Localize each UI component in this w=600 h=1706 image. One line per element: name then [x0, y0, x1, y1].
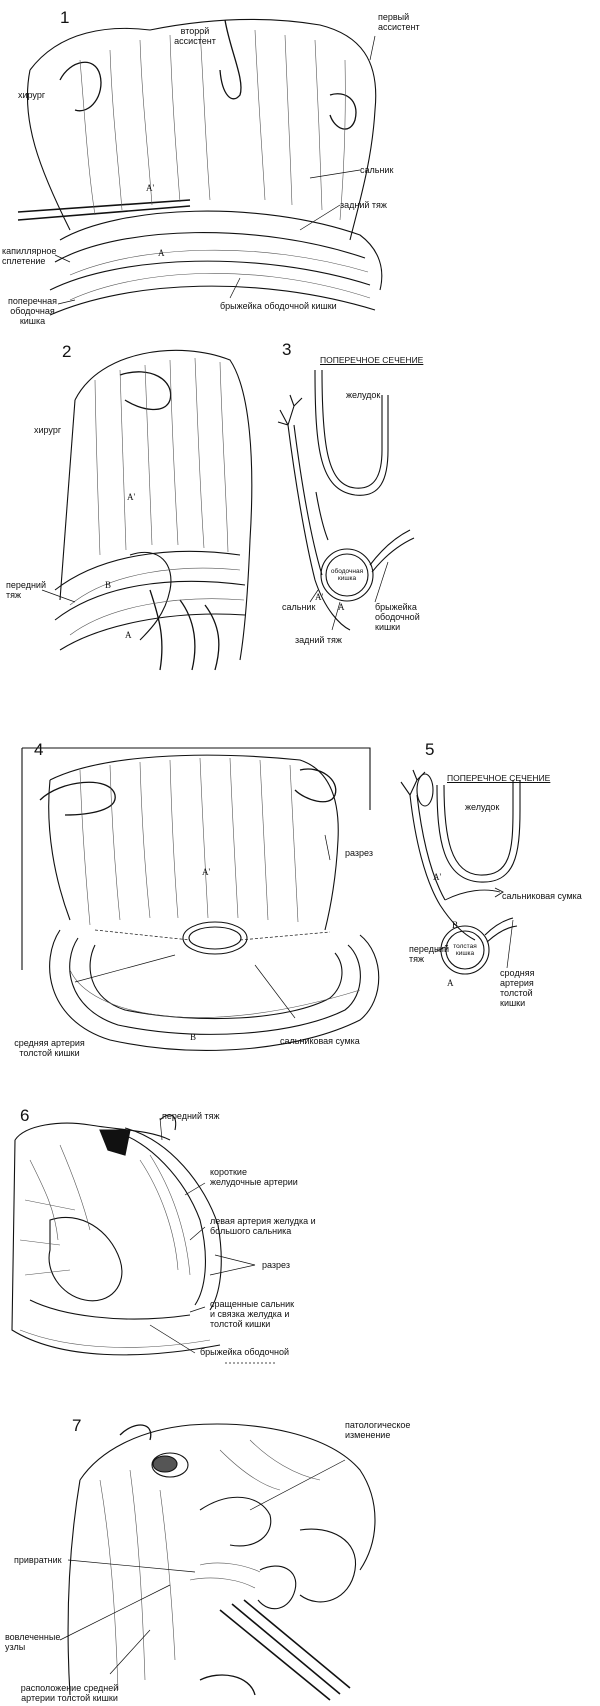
figure-1: 1 второй ассистент первый ассистент хиру…: [0, 0, 420, 345]
figure-4-drawing: [21, 747, 380, 1051]
label-omental-bursa-5: сальниковая сумка: [502, 891, 582, 901]
figure-4-number: 4: [34, 740, 44, 759]
label-mca-location: расположение средней артерии толстой киш…: [20, 1683, 119, 1703]
label-involved-nodes: вовлеченные узлы: [5, 1632, 61, 1652]
label-pathology: патологическое изменение: [345, 1420, 411, 1440]
figure-2-drawing: [41, 349, 253, 671]
label-middle-colic-artery-5: срoдняя артерия толстой кишки: [500, 968, 535, 1008]
marker-a-3: A: [338, 602, 345, 612]
label-posterior-layer-3: задний тяж: [295, 635, 342, 645]
figure-7-drawing: [59, 1423, 376, 1701]
figure-3: 3 ПОПЕРЕЧНОЕ СЕЧЕНИЕ желудок ободочная к…: [270, 340, 424, 660]
label-colon-inner-5: толстая кишка: [453, 943, 477, 957]
label-surgeon-2: хирург: [34, 425, 62, 435]
label-omentum: сальник: [360, 165, 394, 175]
label-pylorus: привратник: [14, 1555, 62, 1565]
label-short-gastric: короткие желудочные артерии: [210, 1167, 298, 1187]
marker-a-prime-4: A': [202, 867, 211, 877]
figure-3-number: 3: [282, 340, 292, 359]
marker-a-prime-2: A': [127, 492, 136, 502]
marker-a-prime-5: A': [433, 872, 442, 882]
label-omental-bursa-4: сальниковая сумка: [280, 1036, 360, 1046]
figure-1-drawing: [17, 19, 383, 316]
figure-3-header: ПОПЕРЕЧНОЕ СЕЧЕНИЕ: [320, 355, 424, 365]
figure-3-drawing: [277, 369, 415, 631]
label-mesocolon: брыжейка ободочной кишки: [220, 301, 337, 311]
label-mesocolon-3: брыжейка ободочной кишки: [375, 602, 420, 632]
label-capillary-plexus: капиллярное сплетение: [2, 246, 57, 266]
label-anterior-layer-6: передний тяж: [162, 1111, 220, 1121]
marker-a-prime-3: A': [315, 592, 324, 602]
marker-a-5: A: [447, 978, 454, 988]
figure-5-drawing: [400, 769, 521, 975]
label-surgeon: хирург: [18, 90, 46, 100]
label-second-assistant: второй ассистент: [174, 26, 216, 46]
marker-a-2: A: [125, 630, 132, 640]
label-stomach-5: желудок: [465, 802, 500, 812]
label-incision-4: разрез: [345, 848, 373, 858]
label-colon-inner-3: ободочная кишка: [330, 568, 364, 582]
figure-2: 2 хирург передний тяж A' B A: [0, 340, 270, 680]
figure-7: 7 патологическое изменение привратник во…: [0, 1410, 410, 1706]
figure-6-drawing: [11, 1114, 275, 1364]
marker-b-5: B: [452, 920, 459, 930]
marker-a: A: [158, 248, 165, 258]
label-incision-6: разрез: [262, 1260, 290, 1270]
label-mesocolon-6: брыжейка ободочной: [200, 1347, 290, 1357]
marker-b-2: B: [105, 580, 112, 590]
label-stomach-3: желудок: [346, 390, 381, 400]
figure-5: 5 ПОПЕРЕЧНОЕ СЕЧЕНИЕ желудок сальниковая…: [395, 740, 600, 1030]
figure-1-number: 1: [60, 8, 70, 27]
label-anterior-layer-5: передний тяж: [409, 944, 449, 964]
figure-5-number: 5: [425, 740, 435, 759]
label-anterior-layer-2: передний тяж: [6, 580, 46, 600]
label-fused-omentum: сращенные сальник и связка желудка и тол…: [210, 1299, 295, 1329]
figure-2-number: 2: [62, 342, 72, 361]
figure-4: 4 разрез средняя артерия толстой кишки с…: [0, 740, 400, 1080]
marker-a-prime: A': [146, 183, 155, 193]
figure-5-header: ПОПЕРЕЧНОЕ СЕЧЕНИЕ: [447, 773, 551, 783]
label-middle-colic-artery-4: средняя артерия толстой кишки: [14, 1038, 85, 1058]
figure-6: 6 передний тяж короткие желудочные артер…: [0, 1100, 400, 1410]
label-first-assistant: первый ассистент: [378, 12, 420, 32]
label-omentum-3: сальник: [282, 602, 316, 612]
label-transverse-colon: поперечная ободочная кишка: [7, 296, 57, 326]
label-posterior-layer: задний тяж: [340, 200, 387, 210]
figure-7-number: 7: [72, 1416, 82, 1435]
figure-6-number: 6: [20, 1106, 30, 1125]
marker-b-4: B: [190, 1032, 197, 1042]
label-left-gastroepiploic: левая артерия желудка и большого сальник…: [210, 1216, 316, 1236]
